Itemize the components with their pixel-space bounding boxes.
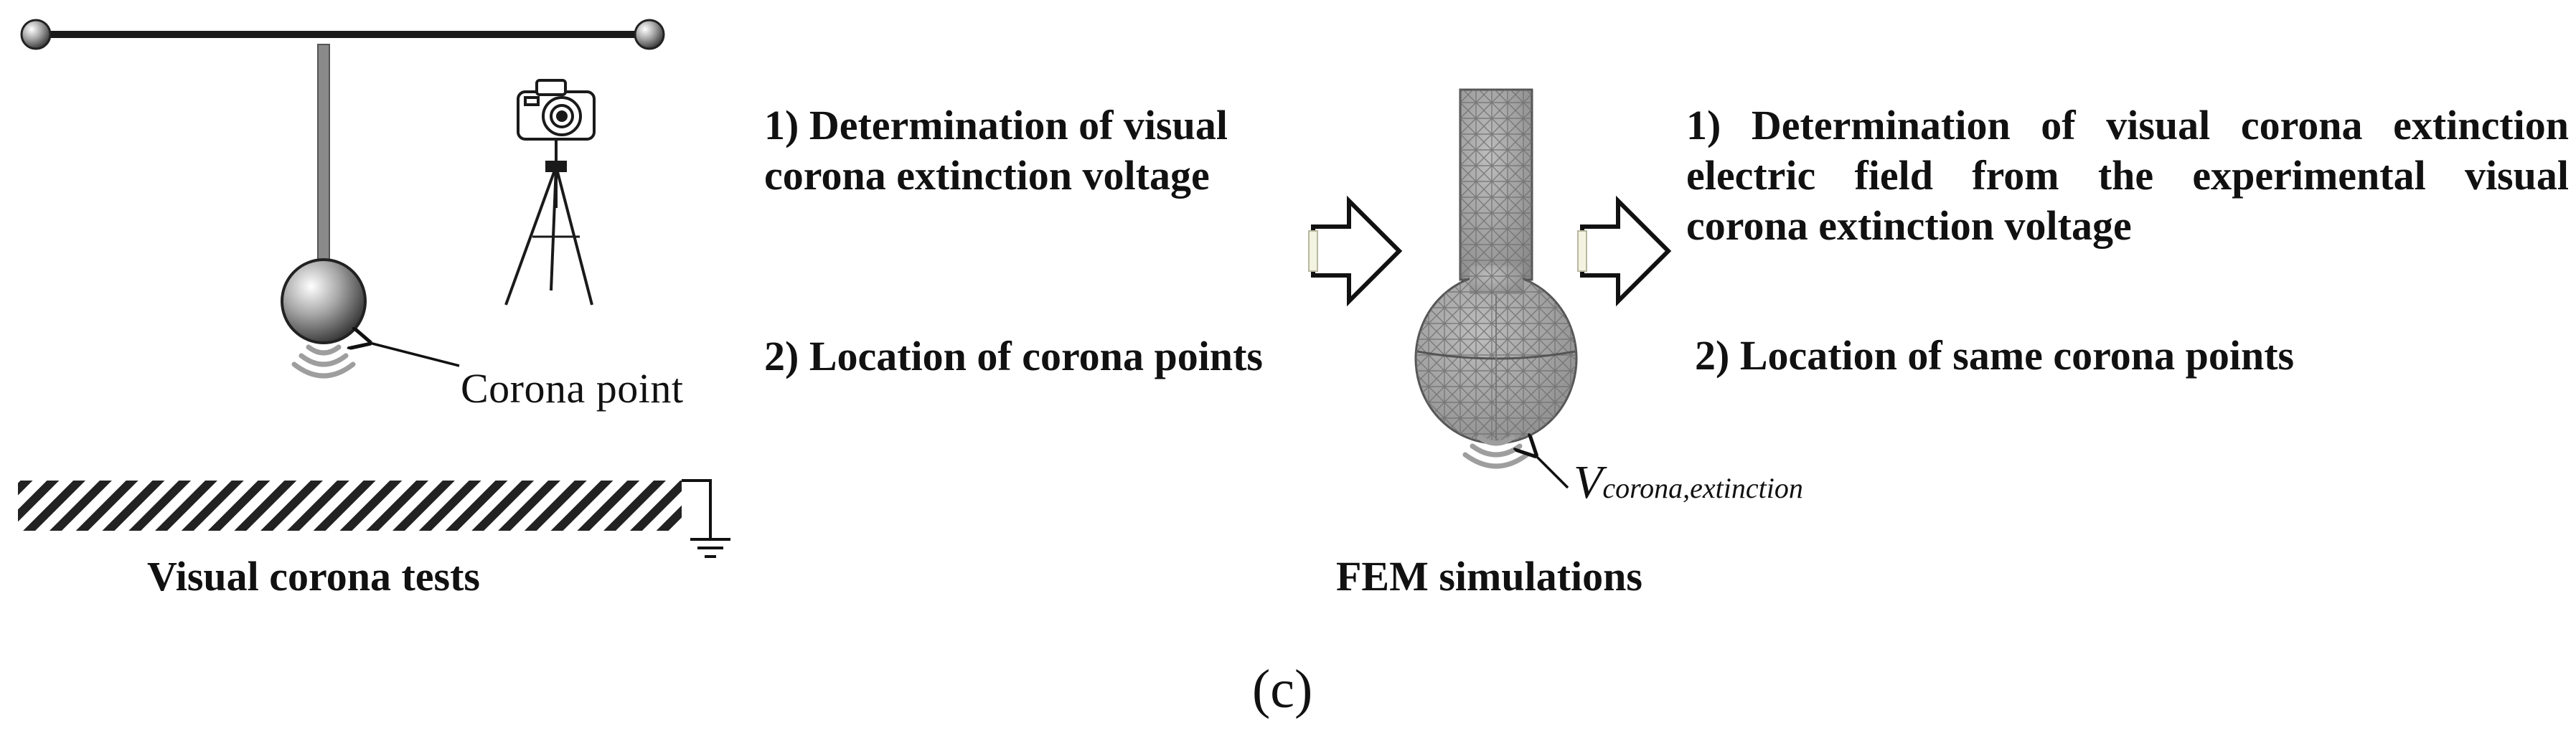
right-step-1-line-3: corona extinction voltage	[1686, 202, 2132, 249]
corona-point-pointer	[370, 343, 460, 367]
middle-step-1: 1) Determination of visual corona extinc…	[764, 100, 1228, 201]
figure-label: (c)	[1252, 659, 1313, 719]
fem-simulations-caption: FEM simulations	[1336, 553, 1642, 600]
test-sphere-electrode	[281, 258, 367, 344]
corona-waves-icon	[291, 344, 356, 379]
fem-mesh-model	[1414, 88, 1578, 489]
right-step-1-line-1: 1) Determination of visual corona extinc…	[1686, 102, 2569, 148]
flow-arrow-1-icon	[1308, 195, 1403, 307]
voltage-subscript: corona,extinction	[1602, 472, 1803, 504]
middle-step-1-line-2: corona extinction voltage	[764, 152, 1210, 199]
hanging-rod	[317, 44, 330, 275]
right-step-1-line-2: electric field from the experimental vis…	[1686, 152, 2569, 199]
visual-corona-tests-caption: Visual corona tests	[147, 553, 480, 600]
conductor-end-right-icon	[634, 19, 665, 50]
fem-corona-waves-icon	[1462, 435, 1530, 469]
voltage-symbol: V	[1574, 456, 1603, 509]
middle-step-1-line-1: 1) Determination of visual	[764, 102, 1228, 148]
middle-step-2: 2) Location of corona points	[764, 333, 1263, 379]
voltage-label: Vcorona,extinction	[1574, 455, 1803, 510]
ground-plane	[18, 481, 682, 531]
voltage-pointer	[1536, 455, 1569, 489]
visual-corona-test-setup	[18, 19, 730, 558]
ground-symbol-icon	[682, 479, 730, 558]
conductor-end-left-icon	[20, 19, 52, 50]
corona-point-label: Corona point	[461, 365, 684, 412]
camera-tripod-icon	[504, 79, 596, 306]
right-step-2: 2) Location of same corona points	[1695, 332, 2295, 379]
right-step-1: 1) Determination of visual corona extinc…	[1686, 100, 2569, 251]
flow-arrow-2-icon	[1577, 195, 1672, 307]
